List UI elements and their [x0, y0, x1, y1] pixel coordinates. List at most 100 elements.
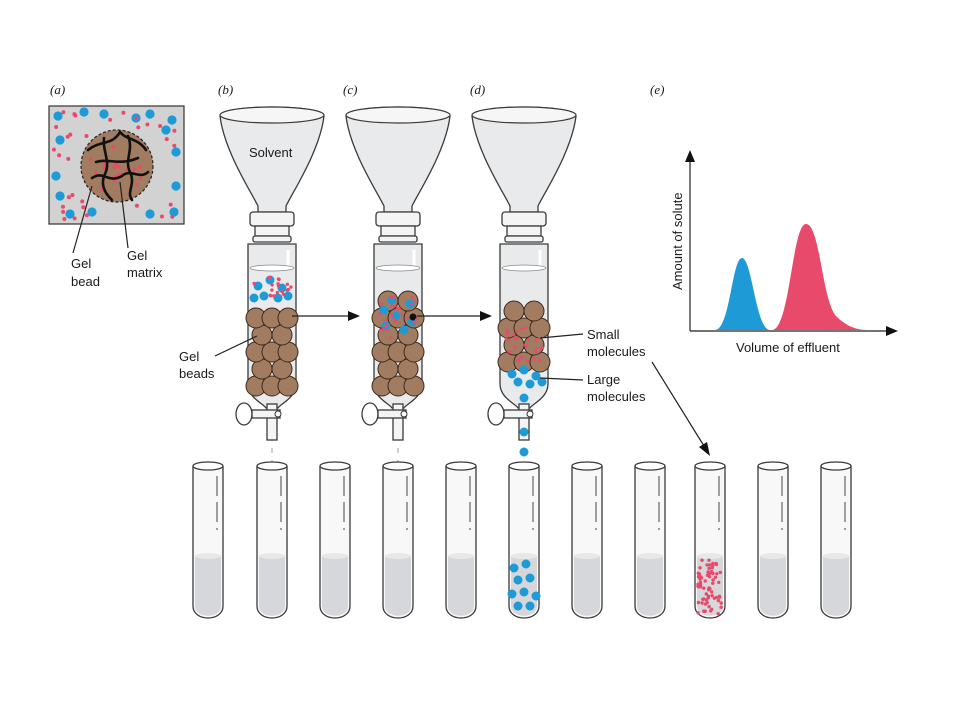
collected-small-molecule [708, 563, 712, 567]
marker-dot [409, 313, 417, 321]
large-molecule [161, 125, 171, 135]
small-molecule [65, 134, 70, 139]
test-tube [507, 461, 541, 619]
collected-small-molecule [716, 598, 721, 603]
collected-large-molecule [521, 559, 531, 569]
liquid-surface [637, 553, 663, 559]
collected-small-molecule [715, 595, 719, 600]
y-axis-arrowhead [685, 150, 695, 162]
large-molecule [79, 107, 89, 117]
small-molecule [276, 282, 280, 286]
gel-beads-label-2: beads [179, 366, 215, 381]
liquid-surface [574, 553, 600, 559]
small-molecule [285, 282, 290, 286]
liquid-surface [448, 553, 474, 559]
tube-liquid [574, 556, 600, 616]
column-d [471, 106, 577, 441]
collected-small-molecule [710, 590, 714, 594]
stopper-lip [378, 235, 418, 243]
small-molecule [275, 290, 280, 295]
large-molecule [167, 115, 177, 125]
arrow-to-small-molecule-tube [651, 361, 710, 456]
test-tube [382, 461, 414, 619]
tube-liquid [760, 556, 786, 616]
solvent-label: Solvent [249, 145, 293, 160]
small-molecule [541, 346, 544, 350]
small-molecule [66, 156, 71, 161]
small-molecule [381, 328, 385, 331]
small-molecule [385, 323, 389, 327]
collected-small-molecule [706, 596, 710, 600]
solvent-surface [375, 264, 421, 272]
small-molecule [134, 116, 139, 121]
large-molecules-label: Large [587, 372, 620, 387]
collected-small-molecule [716, 612, 720, 616]
small-molecule [405, 317, 409, 321]
collected-large-molecule [519, 587, 529, 597]
gel-bead [277, 307, 299, 329]
tube-liquid [511, 556, 537, 616]
large-molecule [55, 135, 65, 145]
collected-small-molecule [696, 611, 700, 615]
large-molecule [265, 275, 275, 285]
tube-liquid [823, 556, 849, 616]
large-molecule [513, 377, 523, 387]
large-molecule [519, 365, 529, 375]
small-molecule [136, 125, 141, 130]
collected-small-molecule [698, 566, 702, 570]
gel-bead-label-2: bead [71, 274, 100, 289]
collected-small-molecule [717, 580, 721, 585]
small-molecule [390, 313, 394, 317]
stopper [249, 211, 295, 227]
y-axis-label: Amount of solute [670, 192, 685, 290]
tube-liquid [385, 556, 411, 616]
collected-small-molecule [709, 609, 713, 613]
collected-small-molecule [711, 581, 715, 585]
stopper [375, 211, 421, 227]
elution-profile-graph: Amount of solute Volume of effluent [670, 150, 898, 355]
small-molecule [121, 110, 126, 115]
small-molecule [535, 346, 539, 350]
tube-rim [634, 461, 666, 471]
small-molecule [384, 318, 388, 322]
collected-small-molecule [718, 570, 722, 575]
falling-large-molecule [519, 447, 529, 457]
collected-small-molecule [711, 571, 715, 576]
arrow-c-to-d [417, 311, 492, 321]
large-molecule [55, 191, 65, 201]
large-molecule [531, 371, 541, 381]
small-molecule [400, 312, 404, 316]
test-tube [634, 461, 666, 619]
large-molecule [145, 109, 155, 119]
collected-large-molecule [531, 591, 541, 601]
small-molecule [172, 143, 177, 148]
small-molecule [526, 359, 529, 363]
panel-label-d: (d) [470, 82, 485, 97]
collected-small-molecule [702, 586, 706, 590]
small-molecule [160, 214, 164, 219]
small-molecule-in-bead [88, 157, 93, 162]
collected-small-molecule [700, 601, 704, 605]
small-molecule [252, 281, 256, 286]
small-molecule [538, 358, 541, 362]
collected-small-molecule [697, 572, 702, 576]
stopcock-handle [487, 402, 505, 426]
x-axis-label: Volume of effluent [736, 340, 840, 355]
solvent-surface [501, 264, 547, 272]
large-molecule [273, 293, 283, 303]
collected-small-molecule [719, 601, 723, 605]
small-molecule [164, 137, 169, 142]
liquid-surface [511, 553, 537, 559]
test-tube [571, 461, 603, 619]
column-outlet [266, 403, 278, 441]
collected-small-molecule [705, 601, 709, 605]
small-molecule [513, 337, 517, 341]
collected-large-molecule [513, 575, 523, 585]
funnel-rim [471, 106, 577, 124]
small-molecule [57, 153, 62, 158]
large-molecule [519, 393, 529, 403]
small-molecule [289, 285, 293, 289]
collected-small-molecule [703, 579, 707, 583]
small-molecule [81, 205, 86, 210]
small-molecule [505, 332, 509, 336]
